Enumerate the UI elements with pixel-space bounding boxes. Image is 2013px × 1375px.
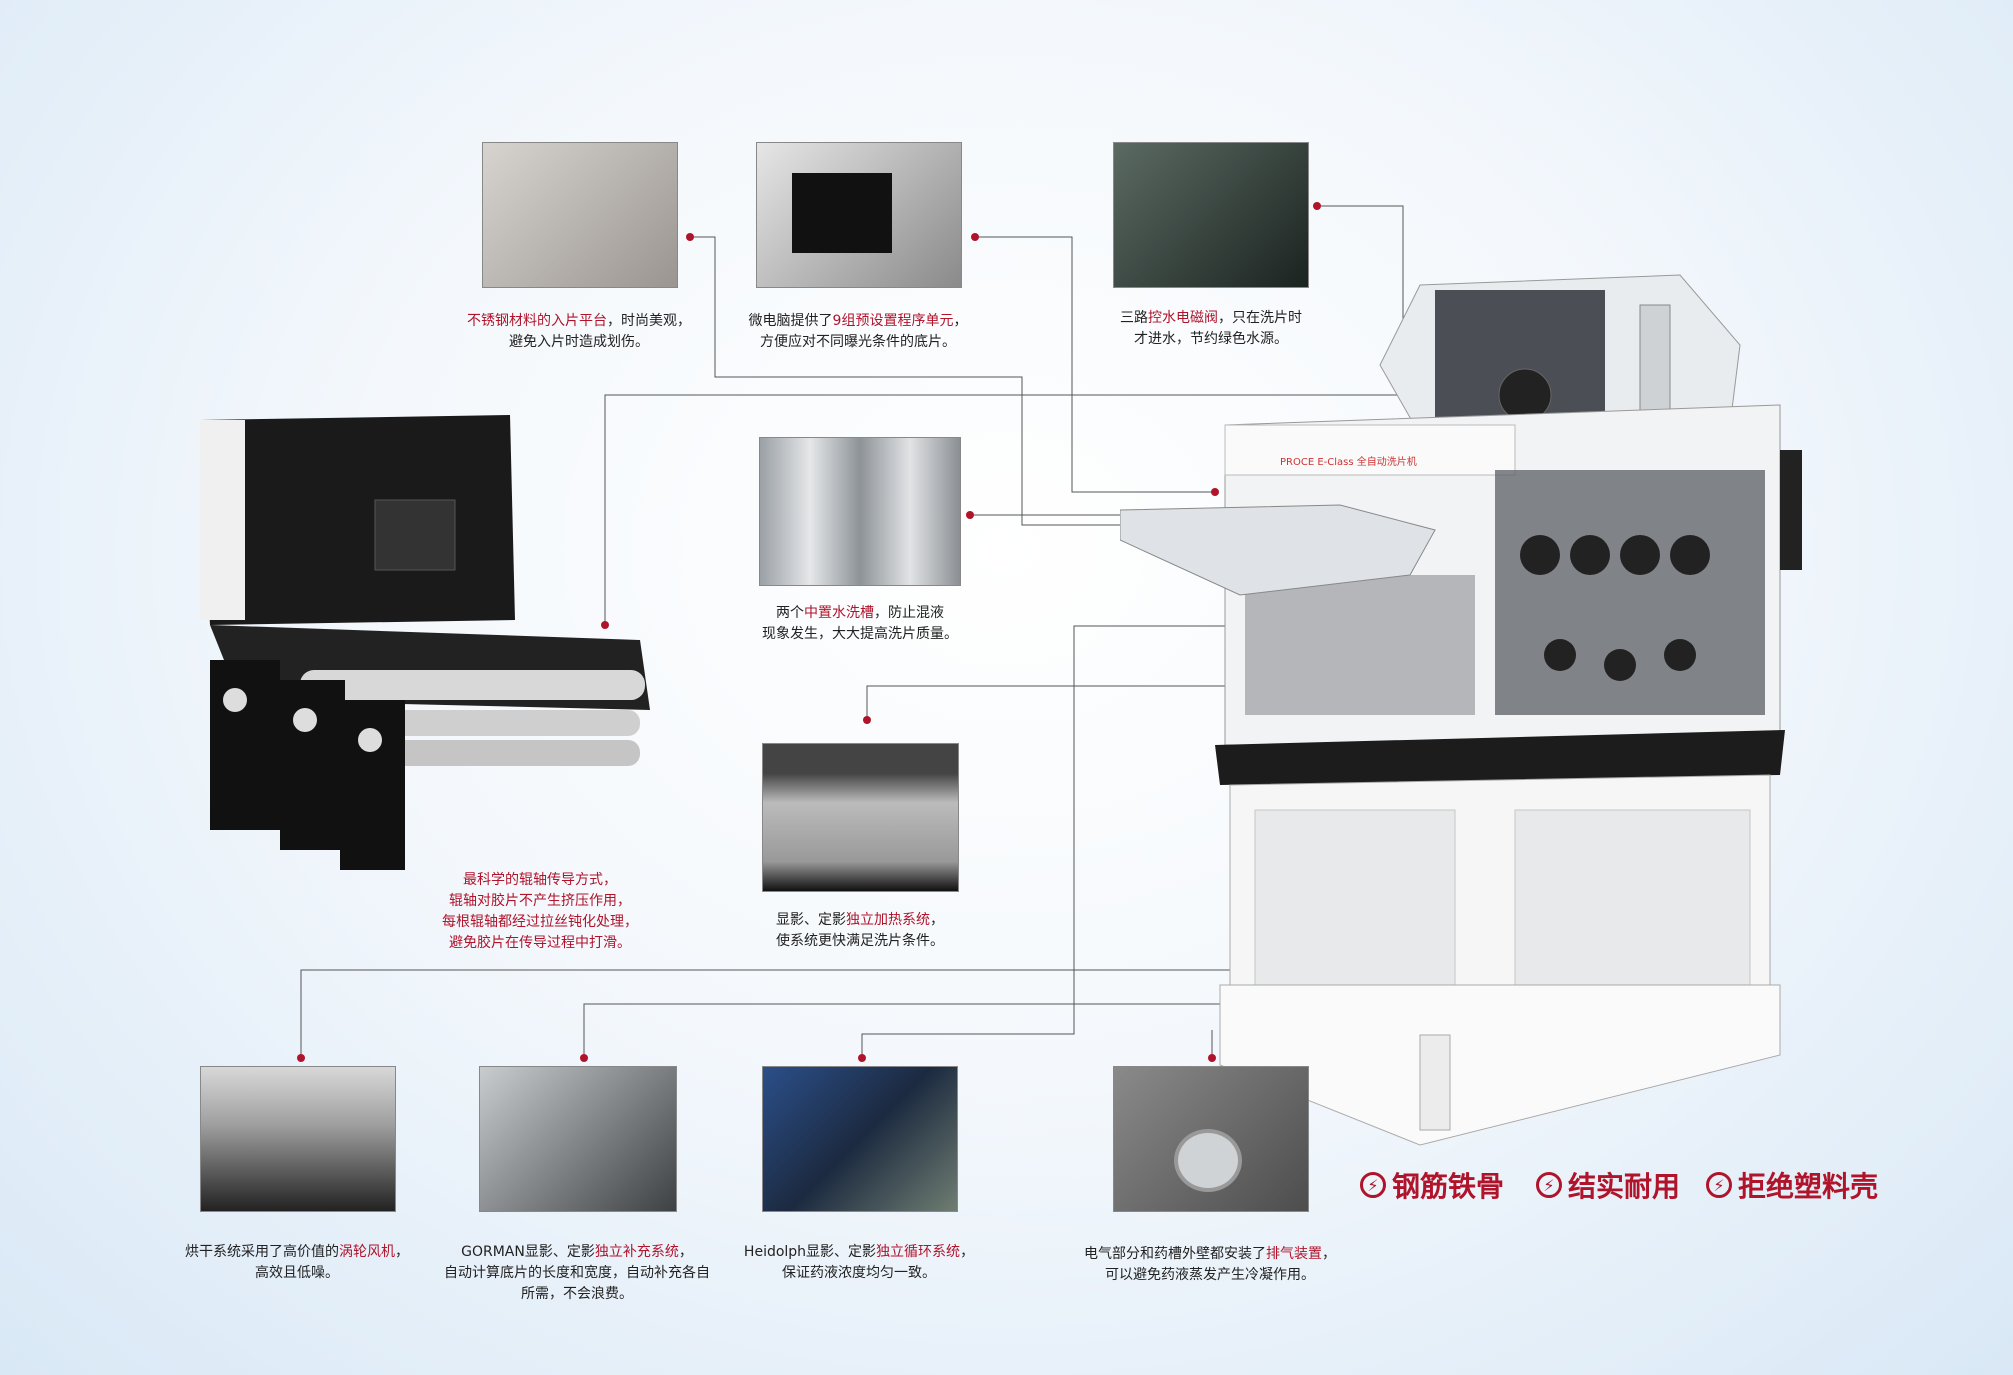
- keypad-display: [792, 173, 892, 253]
- caption-microcomputer: 微电脑提供了9组预设置程序单元， 方便应对不同曝光条件的底片。: [748, 313, 968, 350]
- machine-brand-label: PROCE E-Class 全自动洗片机: [1280, 455, 1417, 468]
- caption-stainless-platform: 不锈钢材料的入片平台，时尚美观， 避免入片时造成划伤。: [467, 313, 691, 350]
- photo-exhaust-device: [1113, 1066, 1309, 1212]
- photo-stainless-platform: [482, 142, 678, 288]
- photo-microcomputer-panel: [756, 142, 962, 288]
- lightning-bolt-icon: ⚡: [1706, 1172, 1732, 1198]
- caption-heating: 显影、定影独立加热系统， 使系统更快满足洗片条件。: [776, 912, 944, 949]
- lightning-bolt-icon: ⚡: [1536, 1172, 1562, 1198]
- caption-replenish: GORMAN显影、定影独立补充系统， 自动计算底片的长度和宽度，自动补充各自 所…: [444, 1244, 710, 1302]
- slogan-steel-frame: ⚡钢筋铁骨: [1360, 1165, 1504, 1205]
- caption-roller-transport: 最科学的辊轴传导方式， 辊轴对胶片不产生挤压作用， 每根辊轴都经过拉丝钝化处理，…: [442, 872, 638, 951]
- caption-solenoid-valve: 三路控水电磁阀，只在洗片时 才进水，节约绿色水源。: [1120, 310, 1302, 347]
- caption-wash-tank: 两个中置水洗槽，防止混液 现象发生，大大提高洗片质量。: [762, 605, 958, 642]
- photo-dryer-fan: [200, 1066, 396, 1212]
- lightning-bolt-icon: ⚡: [1360, 1172, 1386, 1198]
- slogan-no-plastic-shell: ⚡拒绝塑料壳: [1706, 1165, 1878, 1205]
- exhaust-port: [1174, 1129, 1242, 1192]
- film-processor-machine: PROCE E-Class 全自动洗片机: [1120, 274, 1802, 1146]
- slogan-durable: ⚡结实耐用: [1536, 1165, 1680, 1205]
- caption-exhaust: 电气部分和药槽外壁都安装了排气装置， 可以避免药液蒸发产生冷凝作用。: [1084, 1246, 1336, 1283]
- caption-circulation: Heidolph显影、定影独立循环系统， 保证药液浓度均匀一致。: [743, 1244, 975, 1281]
- caption-dryer: 烘干系统采用了高价值的涡轮风机， 高效且低噪。: [185, 1244, 409, 1281]
- photo-replenish-pumps: [479, 1066, 677, 1212]
- photo-wash-tank: [759, 437, 961, 586]
- photo-solenoid-valve: [1113, 142, 1309, 288]
- photo-heating-system: [762, 743, 959, 892]
- photo-circulation-pump: [762, 1066, 958, 1212]
- roller-rack-assembly: [200, 415, 650, 870]
